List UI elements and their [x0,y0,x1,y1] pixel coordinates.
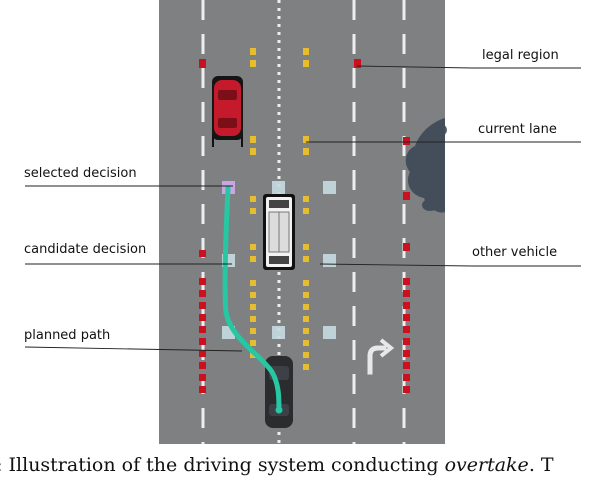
figure-caption: 2: Illustration of the driving system co… [0,453,600,477]
label-planned-path: planned path [24,328,111,343]
legal-region-markers [199,59,410,393]
red-car [212,76,243,147]
other-vehicle [263,194,295,270]
planned-path [222,185,282,413]
caption-prefix: 2: Illustration of the driving system co… [0,454,445,476]
label-other-vehicle: other vehicle [472,245,558,260]
label-selected-decision: selected decision [24,166,137,181]
road-surface [159,0,445,444]
path-end-dot [275,406,283,414]
label-current-lane: current lane [478,122,557,137]
label-candidate-decision: candidate decision [24,242,147,257]
label-legal-region: legal region [482,48,559,63]
caption-suffix: . T [528,454,554,476]
turn-right-arrow-icon [367,338,395,375]
caption-emphasis: overtake [444,454,529,476]
candidate-decisions [222,181,336,339]
leader-lines [24,65,581,352]
